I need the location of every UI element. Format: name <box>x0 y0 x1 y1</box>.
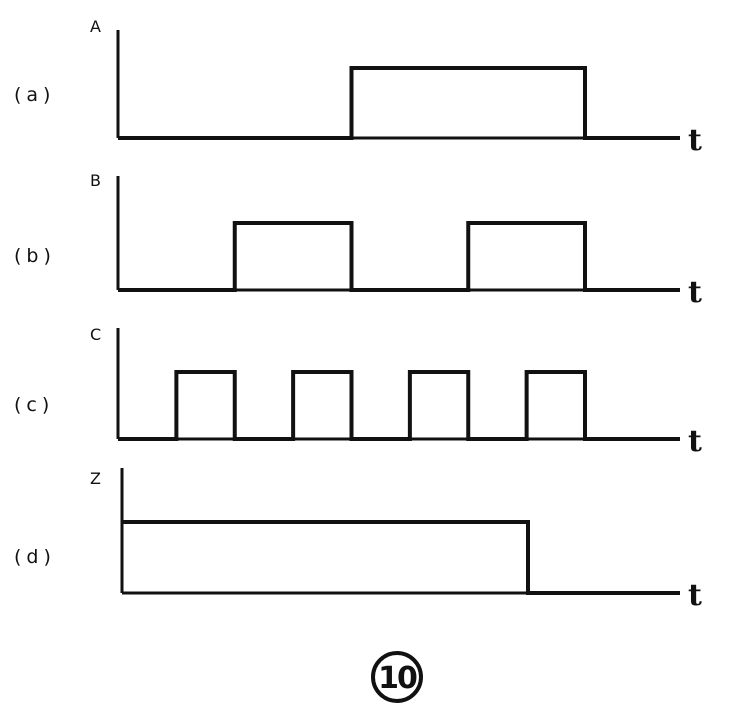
figure-number: 10 <box>371 651 423 703</box>
panel-label-d: (d) <box>14 546 56 568</box>
panel-a: (a) A t <box>14 17 702 158</box>
panel-d: (d) Z t <box>14 468 702 613</box>
time-label-c: t <box>688 424 702 459</box>
time-label-d: t <box>688 578 702 613</box>
time-label-b: t <box>688 275 702 310</box>
waveform-d <box>122 520 680 595</box>
waveform-c <box>118 370 680 441</box>
panel-c: (c) C t <box>14 325 702 459</box>
panel-label-b: (b) <box>14 245 56 267</box>
signal-name-d: Z <box>90 469 101 488</box>
panel-label-a: (a) <box>14 84 55 106</box>
figure-number-circle <box>371 651 423 703</box>
panel-label-c: (c) <box>14 394 54 416</box>
time-label-a: t <box>688 123 702 158</box>
signal-name-b: B <box>90 171 101 190</box>
waveform-b <box>118 221 680 292</box>
signal-name-a: A <box>90 17 101 36</box>
panel-b: (b) B t <box>14 171 702 310</box>
figure-number-text: 10 <box>378 661 417 696</box>
signal-name-c: C <box>90 325 101 344</box>
waveform-a <box>118 66 680 140</box>
